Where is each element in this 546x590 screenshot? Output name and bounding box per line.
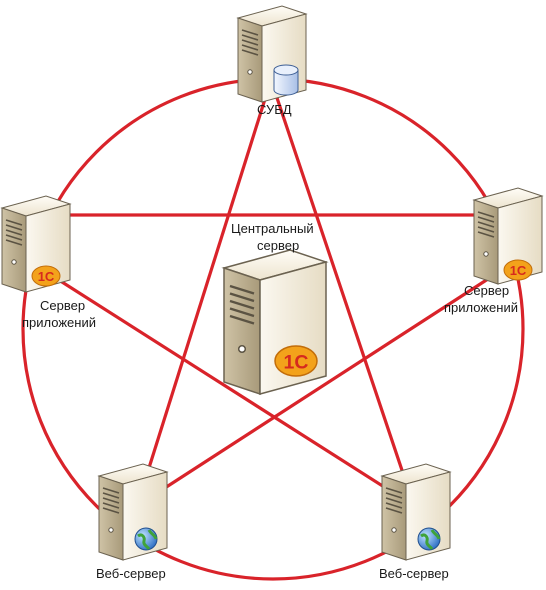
label-app-left-line2: приложений	[22, 315, 96, 330]
link-right-bottom-left	[136, 266, 506, 508]
label-dbms: СУБД	[257, 102, 292, 117]
server-app-right: 1С	[473, 187, 543, 285]
svg-text:1С: 1С	[284, 352, 309, 374]
svg-text:1С: 1С	[510, 263, 527, 278]
label-app-right-line2: приложений	[444, 300, 518, 315]
database-icon	[273, 64, 299, 96]
globe-icon	[417, 527, 441, 551]
server-web-right	[381, 463, 451, 561]
label-web-left: Веб-сервер	[96, 566, 166, 581]
label-web-right: Веб-сервер	[379, 566, 449, 581]
link-top-bottom-left	[135, 79, 273, 507]
svg-text:1С: 1С	[38, 269, 55, 284]
1c-badge-icon: 1С	[274, 345, 318, 377]
globe-icon	[134, 527, 158, 551]
server-dbms	[237, 5, 307, 103]
server-web-left	[98, 463, 168, 561]
link-top-bottom-right	[269, 79, 416, 507]
label-central-line1: Центральный	[231, 221, 314, 236]
1c-badge-icon: 1С	[31, 265, 61, 287]
label-app-right-line1: Сервер	[464, 283, 510, 298]
1c-badge-icon: 1С	[503, 259, 533, 281]
server-app-left: 1С	[1, 195, 71, 293]
link-left-bottom-right	[39, 266, 415, 508]
label-central-line2: сервер	[257, 238, 300, 253]
server-central: 1С	[222, 248, 328, 396]
label-app-left-line1: Сервер	[40, 298, 86, 313]
